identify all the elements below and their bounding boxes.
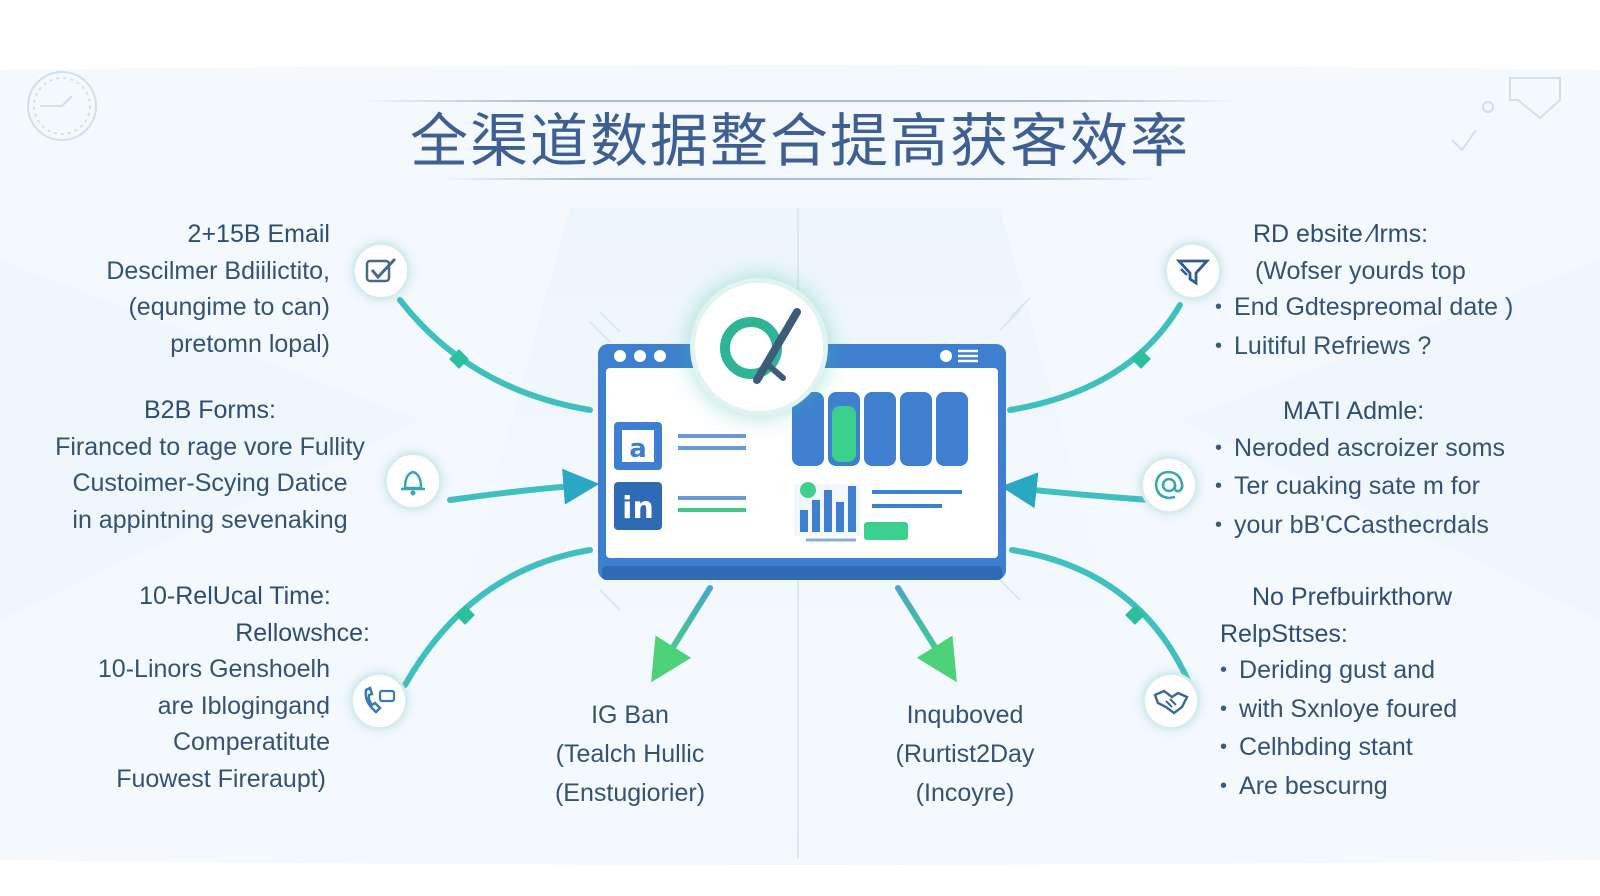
bottom-left-line: IG Ban [591,701,669,729]
mati-bullets: Neroded ascroizer soms Ter cuaking sate … [1215,430,1595,546]
realtime-block: 10-RelUcal Time: Rellowshce: 10-Linors G… [60,578,370,797]
title-block: 全渠道数据整合提高获客效率 [360,100,1240,180]
window-dots-icon [614,350,666,362]
forms-line: Custoimer-Scying Datice [72,469,348,497]
realtime-line: Comperatitute [172,728,330,756]
forms-line: Firanced to rage vore Fullity [55,432,365,461]
qa-logo-icon [690,278,828,416]
mini-chart [794,482,860,542]
noprefbuilt-heading: No Prefbuirkthorw [1252,583,1453,611]
bottom-right-line: (Incoyre) [915,779,1015,807]
title-rule-top [360,100,1240,102]
bottom-left-line: (Tealch Hullic [555,740,705,768]
forms-heading: B2B Forms: [144,396,276,424]
realtime-heading: Rellowshce: [235,618,370,647]
website-bullets: End Gdtespreomal date ) Luitiful Refriew… [1215,289,1595,366]
bottom-right-block: Inquboved (Rurtist2Day (Incoyre) [845,696,1085,813]
bottom-left-block: IG Ban (Tealch Hullic (Enstugiorier) [510,696,750,813]
title-rule-bottom [440,178,1160,180]
email-line: pretomn lopal) [170,329,330,358]
mati-block: MATI Admle: Neroded ascroizer soms Ter c… [1215,393,1595,545]
email-line: Descilmer Bdiilictito, [106,256,330,285]
email-block: 2+15B Email Descilmer Bdiilictito, (equn… [40,216,330,362]
checkbox-icon [352,242,410,300]
forms-line: in appintning sevenaking [72,505,348,534]
forms-block: B2B Forms: Firanced to rage vore Fullity… [30,392,390,538]
mati-heading: MATI Admle: [1283,397,1425,425]
svg-text:in: in [622,491,654,526]
realtime-line: 10-Linors Genshoelh [97,655,330,683]
mati-bullet: Neroded ascroizer soms [1215,430,1595,469]
noprefbuilt-bullet: Deriding gust and [1220,652,1590,691]
noprefbuilt-bullet: with Sxnloye foured [1220,691,1590,730]
handshake-icon [1142,672,1200,730]
realtime-heading: 10-RelUcal Time: [139,582,331,610]
website-line: (Wofser yourds top [1255,256,1466,285]
realtime-line: are Ibloginganḍ [157,691,330,720]
noprefbuilt-bullet: Celhbding stant [1220,729,1590,768]
noprefbuilt-heading: RelpSttses: [1220,619,1348,648]
email-heading: 2+15B Email [187,220,330,248]
website-bullet: Luitiful Refriews ? [1215,328,1595,367]
noprefbuilt-bullets: Deriding gust and with Sxnloye foured Ce… [1220,652,1590,806]
phone-icon [350,672,408,730]
website-heading: RD ebsite ⁄lrms: [1253,220,1429,248]
bottom-right-line: (Rurtist2Day [895,740,1035,768]
email-line: (equngime to can) [128,293,330,321]
svg-text:a: a [629,434,647,464]
bar-panel [792,392,968,466]
funnel-icon [1164,242,1222,300]
bottom-right-line: Inquboved [906,701,1024,729]
noprefbuilt-block: No Prefbuirkthorw RelpSttses: Deriding g… [1220,579,1590,806]
mati-bullet: Ter cuaking sate m for [1215,468,1595,507]
noprefbuilt-bullet: Are bescurng [1220,768,1590,807]
bottom-left-line: (Enstugiorier) [554,779,706,807]
realtime-line: Fuowest Fireraupt) [116,764,326,793]
mati-bullet: your bB'CCasthecrdals [1215,507,1595,546]
dashboard-window: a in [598,344,1006,580]
bell-icon [384,452,442,510]
linkedin-icon: in [614,482,662,530]
website-bullet: End Gdtespreomal date ) [1215,289,1595,328]
at-icon [1140,456,1198,514]
page-title: 全渠道数据整合提高获客效率 [409,107,1190,175]
dashboard-monitor: a in [596,340,1010,586]
website-block: RD ebsite ⁄lrms: (Wofser yourds top End … [1215,216,1595,366]
document-icon: a [614,422,662,470]
